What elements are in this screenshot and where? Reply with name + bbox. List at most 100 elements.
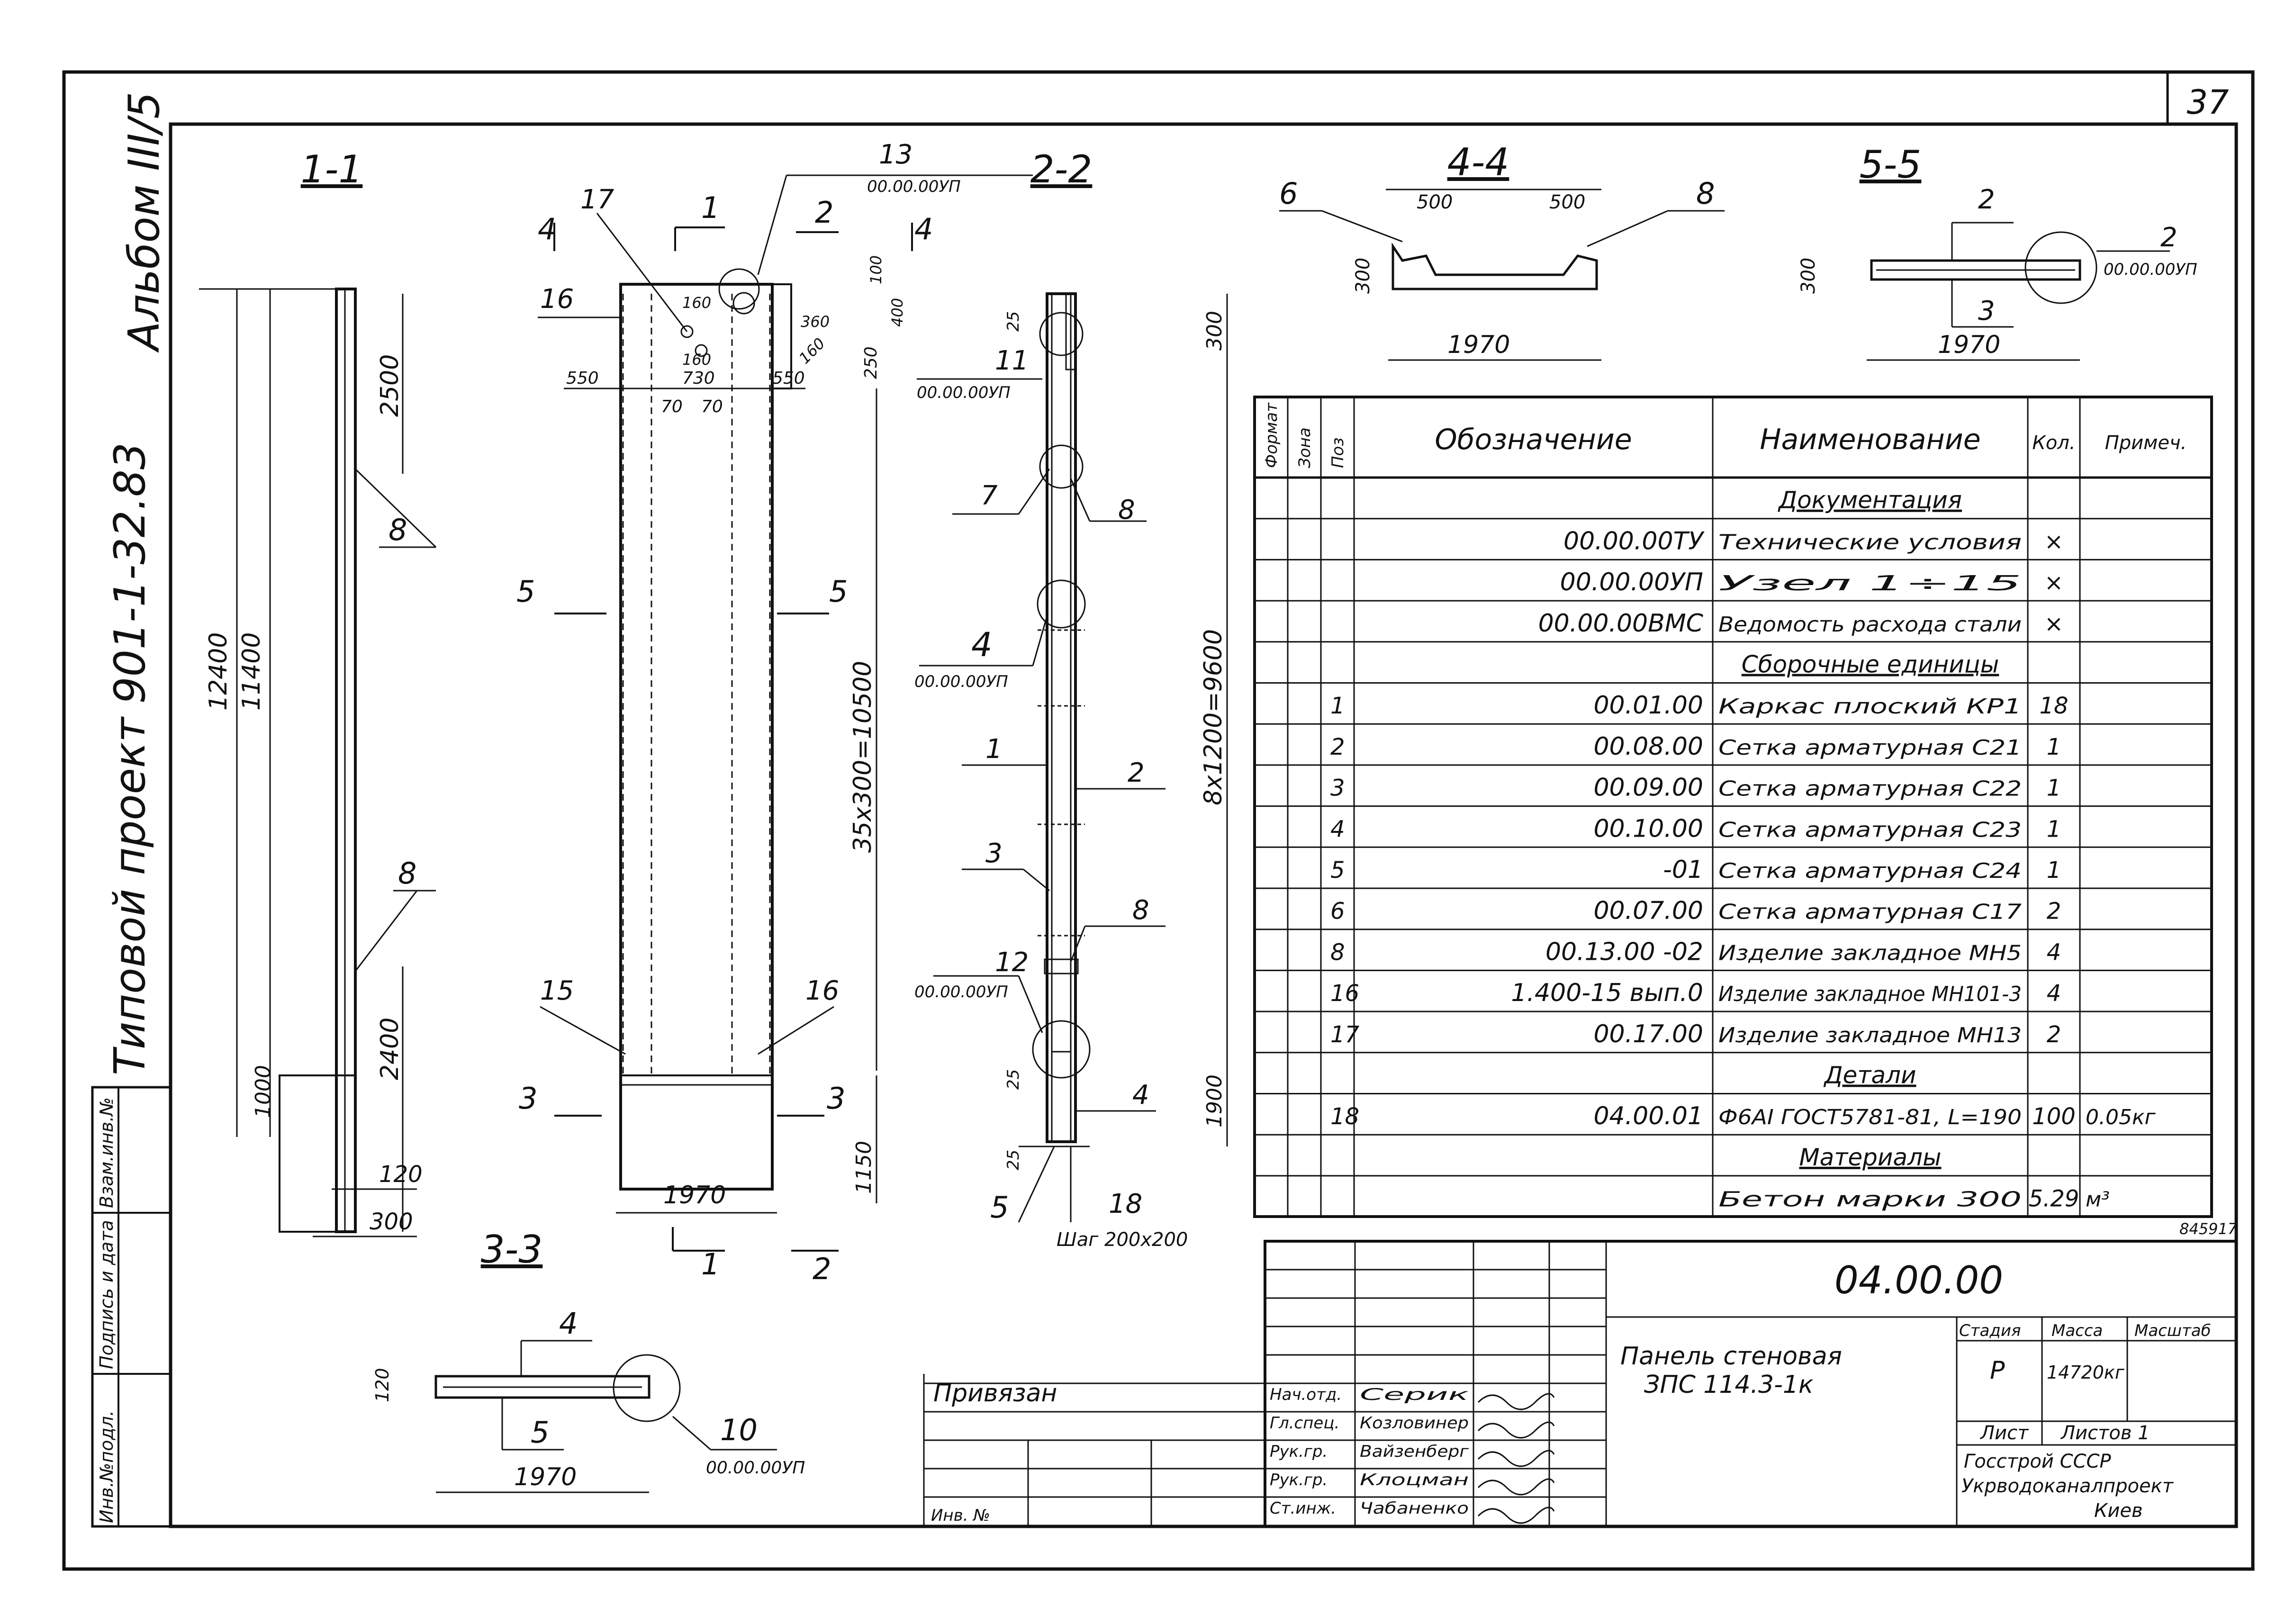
callout-12: 12 — [995, 947, 1029, 978]
section-4-4-title: 4-4 — [1447, 140, 1509, 184]
callout-8-44: 8 — [1696, 176, 1715, 211]
callout-2-55-right: 2 — [2160, 222, 2178, 253]
callout-16-bottom: 16 — [805, 975, 839, 1006]
spec-pos: 8 — [1330, 939, 1345, 965]
stage-value: Р — [1990, 1356, 2005, 1385]
spec-name: Узел 1÷15 — [1718, 571, 2022, 595]
callout-8-a: 8 — [1118, 495, 1135, 525]
spec-qty: × — [2044, 528, 2063, 555]
spec-section-title: Сборочные единицы — [1742, 651, 1999, 678]
signer-role: Ст.инж. — [1270, 1499, 1336, 1518]
signer-role: Нач.отд. — [1270, 1385, 1342, 1404]
dim-400: 400 — [888, 298, 906, 327]
dim-120-33: 120 — [372, 1368, 393, 1402]
callout-11-ref: 00.00.00УП — [917, 383, 1011, 402]
stage-label: Стадия — [1959, 1321, 2021, 1340]
spec-header-5: Кол. — [2032, 432, 2075, 454]
org-3: Киев — [2094, 1500, 2143, 1522]
callout-6-44: 6 — [1279, 176, 1298, 211]
callout-10-ref: 00.00.00УП — [706, 1458, 805, 1478]
dim-70-left: 70 — [661, 397, 683, 416]
page-number: 37 — [2187, 83, 2229, 122]
spec-qty: 2 — [2047, 898, 2061, 925]
spec-qty: 100 — [2032, 1103, 2076, 1130]
spec-name: Сетка арматурная С17 — [1718, 900, 2022, 924]
dim-730: 730 — [682, 369, 715, 388]
dim-160-b: 160 — [682, 351, 711, 369]
callout-4-33: 4 — [559, 1306, 578, 1341]
spec-name: Ф6АI ГОСТ5781-81, L=190 — [1718, 1105, 2022, 1129]
step-note: Шаг 200х200 — [1057, 1229, 1188, 1251]
side-stamp: Инв.№подл. Подпись и дата Взам.инв.№ — [91, 1086, 172, 1528]
album-title: Альбом III/5 — [119, 92, 169, 353]
spec-name: Ведомость расхода стали — [1718, 613, 2022, 637]
dim-160-c: 160 — [795, 334, 829, 368]
spec-note: 0.05кг — [2086, 1105, 2156, 1129]
spec-pos: 5 — [1330, 857, 1345, 884]
panel-elevation: 4 4 1 1 2 2 5 5 3 3 17 16 13 00.00.00УП … — [516, 139, 1033, 1286]
spec-name: Сетка арматурная С22 — [1718, 777, 2022, 801]
spec-name: Изделие закладное МН13 — [1718, 1023, 2022, 1047]
spec-designation: 04.00.01 — [1593, 1102, 1703, 1130]
spec-designation: 00.00.00УП — [1560, 568, 1703, 596]
signer-role: Гл.спец. — [1270, 1414, 1339, 1433]
stamp-inv-label: Инв.№подл. — [96, 1410, 117, 1523]
spec-header-6: Примеч. — [2105, 432, 2187, 454]
sheets-label: Листов 1 — [2060, 1422, 2150, 1444]
cut-5-left: 5 — [516, 574, 535, 609]
section-4-4: 4-4 500 500 300 1970 6 8 — [1279, 140, 1725, 361]
drawing-code: 04.00.00 — [1834, 1258, 2003, 1302]
section-2-2: 2-2 11 00.00.00УП 7 8 4 00.00.00УП 1 2 3 — [914, 147, 1228, 1251]
spec-header-3: Обозначение — [1435, 423, 1632, 456]
spec-qty: 4 — [2047, 980, 2061, 1007]
dim-1970-44: 1970 — [1447, 331, 1510, 359]
stamp-repl-label: Взам.инв.№ — [96, 1097, 117, 1208]
callout-5-33: 5 — [531, 1415, 549, 1450]
spec-header-4: Наименование — [1760, 423, 1980, 456]
dim-11400: 11400 — [237, 632, 266, 711]
org-1: Госстрой СССР — [1964, 1451, 2111, 1472]
callout-55-ref: 00.00.00УП — [2104, 260, 2197, 279]
spec-pos: 4 — [1330, 816, 1345, 842]
stamp-sign-label: Подпись и дата — [96, 1220, 117, 1369]
spec-designation: 00.10.00 — [1593, 814, 1703, 843]
mass-label: Масса — [2051, 1321, 2103, 1340]
dim-500-right: 500 — [1549, 191, 1585, 213]
spec-qty: 1 — [2047, 775, 2061, 802]
dim-1900: 1900 — [1202, 1074, 1227, 1128]
cut-2-bottom: 2 — [813, 1252, 831, 1286]
section-5-5-title: 5-5 — [1860, 143, 1922, 187]
dim-250: 250 — [861, 346, 881, 379]
dim-35x300: 35х300=10500 — [849, 661, 877, 853]
callout-5: 5 — [990, 1190, 1009, 1225]
spec-designation: -01 — [1663, 856, 1703, 884]
spec-under-note: 845917 — [2179, 1220, 2238, 1238]
signature — [1477, 1421, 1555, 1439]
spec-header-2: Поз — [1328, 438, 1347, 468]
outer-frame — [62, 70, 2255, 1571]
spec-qty: 1 — [2047, 857, 2061, 884]
section-1-1: 1-1 12400 11400 2500 2400 1000 120 300 8… — [199, 147, 437, 1237]
dim-2400: 2400 — [376, 1018, 404, 1080]
cut-3-right: 3 — [827, 1081, 845, 1116]
spec-qty: × — [2044, 569, 2063, 596]
sheet-label: Лист — [1979, 1422, 2029, 1444]
spec-designation: 00.01.00 — [1593, 691, 1703, 720]
dim-25-mid: 25 — [1004, 1069, 1023, 1090]
spec-section-title: Детали — [1823, 1062, 1916, 1089]
callout-4-b: 4 — [1132, 1080, 1149, 1110]
signer-name: Серик — [1360, 1385, 1469, 1404]
spec-designation: 00.09.00 — [1593, 774, 1703, 802]
cut-1-bottom: 1 — [701, 1247, 720, 1281]
cut-1-top: 1 — [701, 190, 720, 225]
callout-3-55: 3 — [1978, 296, 1995, 326]
org-2: Укрводоканалпроект — [1961, 1475, 2174, 1497]
inv-label: Инв. № — [931, 1506, 990, 1525]
dim-300: 300 — [370, 1209, 413, 1235]
spec-qty: 5.29 — [2029, 1186, 2079, 1212]
dim-360: 360 — [801, 313, 830, 331]
product-name-2: ЗПС 114.3-1к — [1644, 1371, 1814, 1399]
project-title: Типовой проект 901-1-32.83 — [105, 442, 155, 1075]
